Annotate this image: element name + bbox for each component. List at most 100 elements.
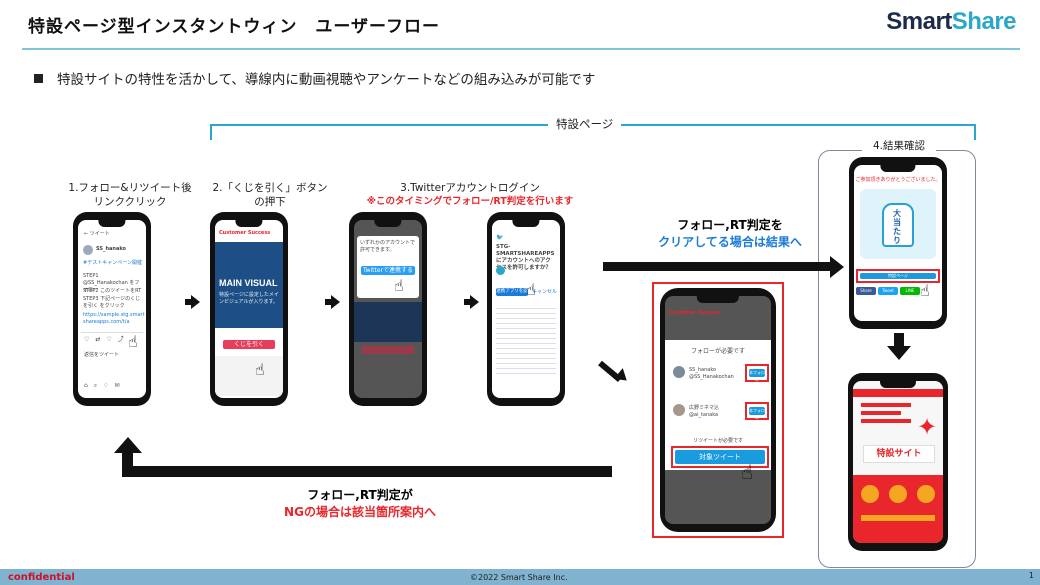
draw-lottery-button[interactable]: くじを引く (223, 340, 275, 349)
notch (374, 220, 402, 227)
page-number: 1 (1028, 571, 1034, 580)
twitter-bird-icon: 🐦 (496, 234, 504, 241)
clear-message: フォロー,RT判定を クリアしてる場合は結果へ (630, 217, 830, 251)
step-1-line-1: 1.フォロー&リツイート後 (68, 182, 192, 194)
phone-special-site-screen: ✦ 特設サイト (853, 381, 943, 543)
ng-message: フォロー,RT判定が NGの場合は該当箇所案内へ (260, 487, 460, 521)
copyright: ©2022 Smart Share Inc. (470, 573, 568, 582)
hand-cursor-icon: ☝ (394, 276, 404, 295)
arrow-down-shaft (894, 333, 904, 347)
app-icon (496, 266, 505, 275)
user-2-avatar (673, 404, 685, 416)
notch (235, 220, 263, 227)
tweet-button[interactable]: Tweet (878, 287, 898, 295)
return-arrow-shaft (122, 466, 612, 477)
phone-follow-screen: Customer Success フォローが必要です SS_hanako @SS… (665, 296, 771, 524)
avatar (83, 245, 93, 255)
tweet-user: SS_hanako (96, 246, 126, 252)
follow-panel: フォローが必要です SS_hanako @SS_Hanakochan 本フォロー… (665, 340, 771, 470)
site-circle (917, 485, 935, 503)
page-footer-area (215, 356, 283, 396)
hand-cursor-icon: ☝ (920, 281, 930, 300)
background-visual (354, 302, 422, 342)
user-1-follow-frame: 本フォロー (745, 364, 769, 383)
phone-result-screen: ご参加頂きありがとうございました。 大当たり 特設ページ Share Tweet… (854, 165, 942, 321)
user-1-id: @SS_Hanakochan (689, 374, 734, 380)
phone-follow-required: Customer Success フォローが必要です SS_hanako @SS… (660, 288, 776, 532)
site-bar (861, 515, 935, 521)
facebook-share-button[interactable]: Share (856, 287, 876, 295)
confidential-label: confidential (8, 572, 75, 583)
twitter-connect-button[interactable]: Twitterで連携する (361, 266, 415, 275)
tweet-reply[interactable]: 返信をツイート (84, 352, 120, 358)
arrow-to-result-head (830, 256, 844, 278)
user-1-avatar (673, 366, 685, 378)
step-2-label: 2.「くじを引く」ボタン の押下 (200, 181, 340, 209)
phone-main-visual-screen: Customer Success MAIN VISUAL 特設ページに設定したメ… (215, 220, 283, 398)
phone-tweet-screen: ← ツイート SS_hanako #テストキャンペーン開催 STEP1 @SS_… (78, 220, 146, 398)
notch (880, 381, 916, 388)
authorize-title: STG-SMARTSHAREAPPSにアカウントへのアクセスを許可しますか？ (496, 244, 555, 271)
main-visual-block: MAIN VISUAL 特設ページに設定したメインビジュアルが入ります。 (215, 242, 283, 328)
step-1-label: 1.フォロー&リツイート後 リンククリック (60, 181, 200, 209)
arrow-right-1 (191, 295, 200, 309)
user-1-name: SS_hanako (689, 367, 717, 373)
line-share-button[interactable]: LINE (900, 287, 920, 295)
footer-bar (0, 569, 1040, 585)
rt-button-frame: 対象ツイート (671, 446, 769, 468)
step-3-label: 3.Twitterアカウントログイン ※このタイミングでフォロー/RT判定を行い… (360, 181, 580, 209)
sparkle-icon: ✦ (917, 413, 938, 441)
special-page-label: 特設ページ (548, 116, 622, 132)
notch (98, 220, 126, 227)
user-2-follow-frame: 本フォロー (745, 402, 769, 421)
dimmed-button (362, 346, 414, 354)
share-buttons: Share Tweet LINE (856, 287, 940, 295)
arrow-right-3 (470, 295, 479, 309)
tweet-step-3: STEP3 下記ページのくじを引く をクリック (83, 296, 141, 309)
arrow-right-1-shaft (185, 299, 192, 305)
step-4-label: 4.結果確認 (862, 139, 936, 153)
phone-authorize: 🐦 STG-SMARTSHAREAPPSにアカウントへのアクセスを許可しますか？… (487, 212, 565, 406)
site-line (861, 419, 911, 423)
target-tweet-button[interactable]: 対象ツイート (675, 450, 765, 464)
brand-label: Customer Success (219, 230, 271, 236)
tweet-link[interactable]: https://sample.stg.smartshareapps.com/t/… (83, 312, 145, 325)
phone-tweet: ← ツイート SS_hanako #テストキャンペーン開催 STEP1 @SS_… (73, 212, 151, 406)
bullet-square-icon (34, 74, 43, 83)
logo-part-2: Share (951, 8, 1017, 35)
header-divider (22, 48, 1020, 50)
congrats-text: ご参加頂きありがとうございました。 (855, 177, 941, 183)
phone-result: ご参加頂きありがとうございました。 大当たり 特設ページ Share Tweet… (849, 157, 947, 329)
main-visual-text: MAIN VISUAL (219, 278, 278, 288)
special-site-label: 特設サイト (863, 445, 935, 463)
site-header-bar (853, 389, 943, 397)
return-arrow-riser (122, 452, 133, 477)
site-line (861, 411, 901, 415)
step-2-line-2: の押下 (254, 196, 286, 208)
phone-login-dialog: いずれかのアカウントで許可できます。 Twitterで連携する ☝ (349, 212, 427, 406)
win-illustration: 大当たり (860, 189, 936, 259)
arrow-right-3-shaft (464, 299, 471, 305)
tweet-step-1: STEP1 @SS_Hanakochan をフォロー (83, 273, 140, 293)
cancel-link[interactable]: キャンセル (532, 289, 558, 295)
phone-special-site: ✦ 特設サイト (848, 373, 948, 551)
hand-cursor-icon: ☝ (526, 280, 536, 299)
hand-cursor-icon: ☝ (741, 460, 754, 484)
notch (512, 220, 540, 227)
phone-main-visual: Customer Success MAIN VISUAL 特設ページに設定したメ… (210, 212, 288, 406)
user-2-follow-button[interactable]: 本フォロー (749, 407, 765, 421)
user-2-name: 広野ミネマ込 (689, 405, 720, 411)
fortune-ticket: 大当たり (882, 203, 914, 247)
main-visual-sub: 特設ページに設定したメインビジュアルが入ります。 (219, 292, 279, 305)
arrow-right-2 (331, 295, 340, 309)
tweet-step-2: STEP2 このツイートをRT (83, 288, 142, 294)
special-page-button[interactable]: 特設ページ (860, 273, 936, 279)
authorize-app-button[interactable]: 連携アプリを認証 (496, 288, 528, 302)
tweet-campaign: #テストキャンペーン開催 (83, 260, 142, 266)
site-circle (889, 485, 907, 503)
ng-message-line-1: フォロー,RT判定が (307, 488, 413, 502)
hand-cursor-icon: ☝ (255, 360, 265, 379)
user-1-follow-button[interactable]: 本フォロー (749, 369, 765, 383)
ng-message-line-2: NGの場合は該当箇所案内へ (284, 505, 436, 519)
logo: SmartShare (886, 8, 1016, 36)
